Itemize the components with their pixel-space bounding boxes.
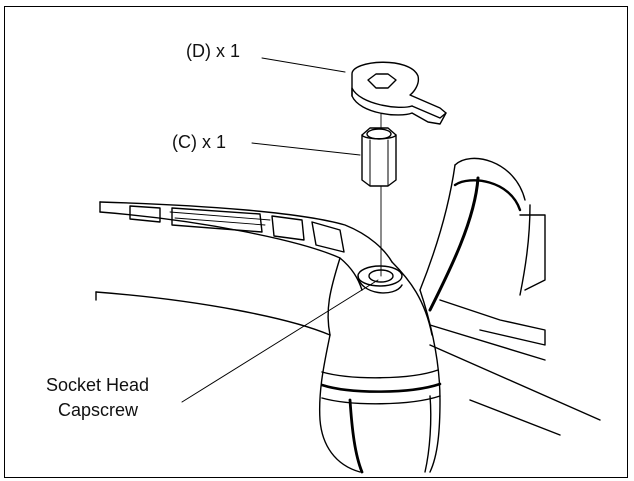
part-c-hex-spacer [361,127,397,187]
base-plate [439,299,546,346]
leader-d [261,57,346,73]
arm-slot-3 [271,215,305,241]
body-left [318,334,361,473]
post-left-edge [419,164,456,291]
seat-outline [95,291,331,336]
body-band-1 [321,369,439,379]
label-capscrew: Capscrew [58,400,139,420]
boss-top [357,265,403,287]
arm-top-edge [99,201,393,263]
label-part-d: (D) x 1 [186,41,240,61]
label-socket-head: Socket Head [46,375,149,395]
arm-slot-2 [171,207,263,233]
post-right-edge [519,204,531,296]
post-top [454,157,526,201]
body-right [419,289,441,473]
part-d-lock-washer [351,61,447,125]
arm-slot-4 [311,221,345,253]
leader-screw [181,279,379,403]
arm-slot-1 [129,205,161,223]
arm-bottom-edge [99,211,363,291]
label-part-c: (C) x 1 [172,132,226,152]
leader-c [251,142,361,156]
